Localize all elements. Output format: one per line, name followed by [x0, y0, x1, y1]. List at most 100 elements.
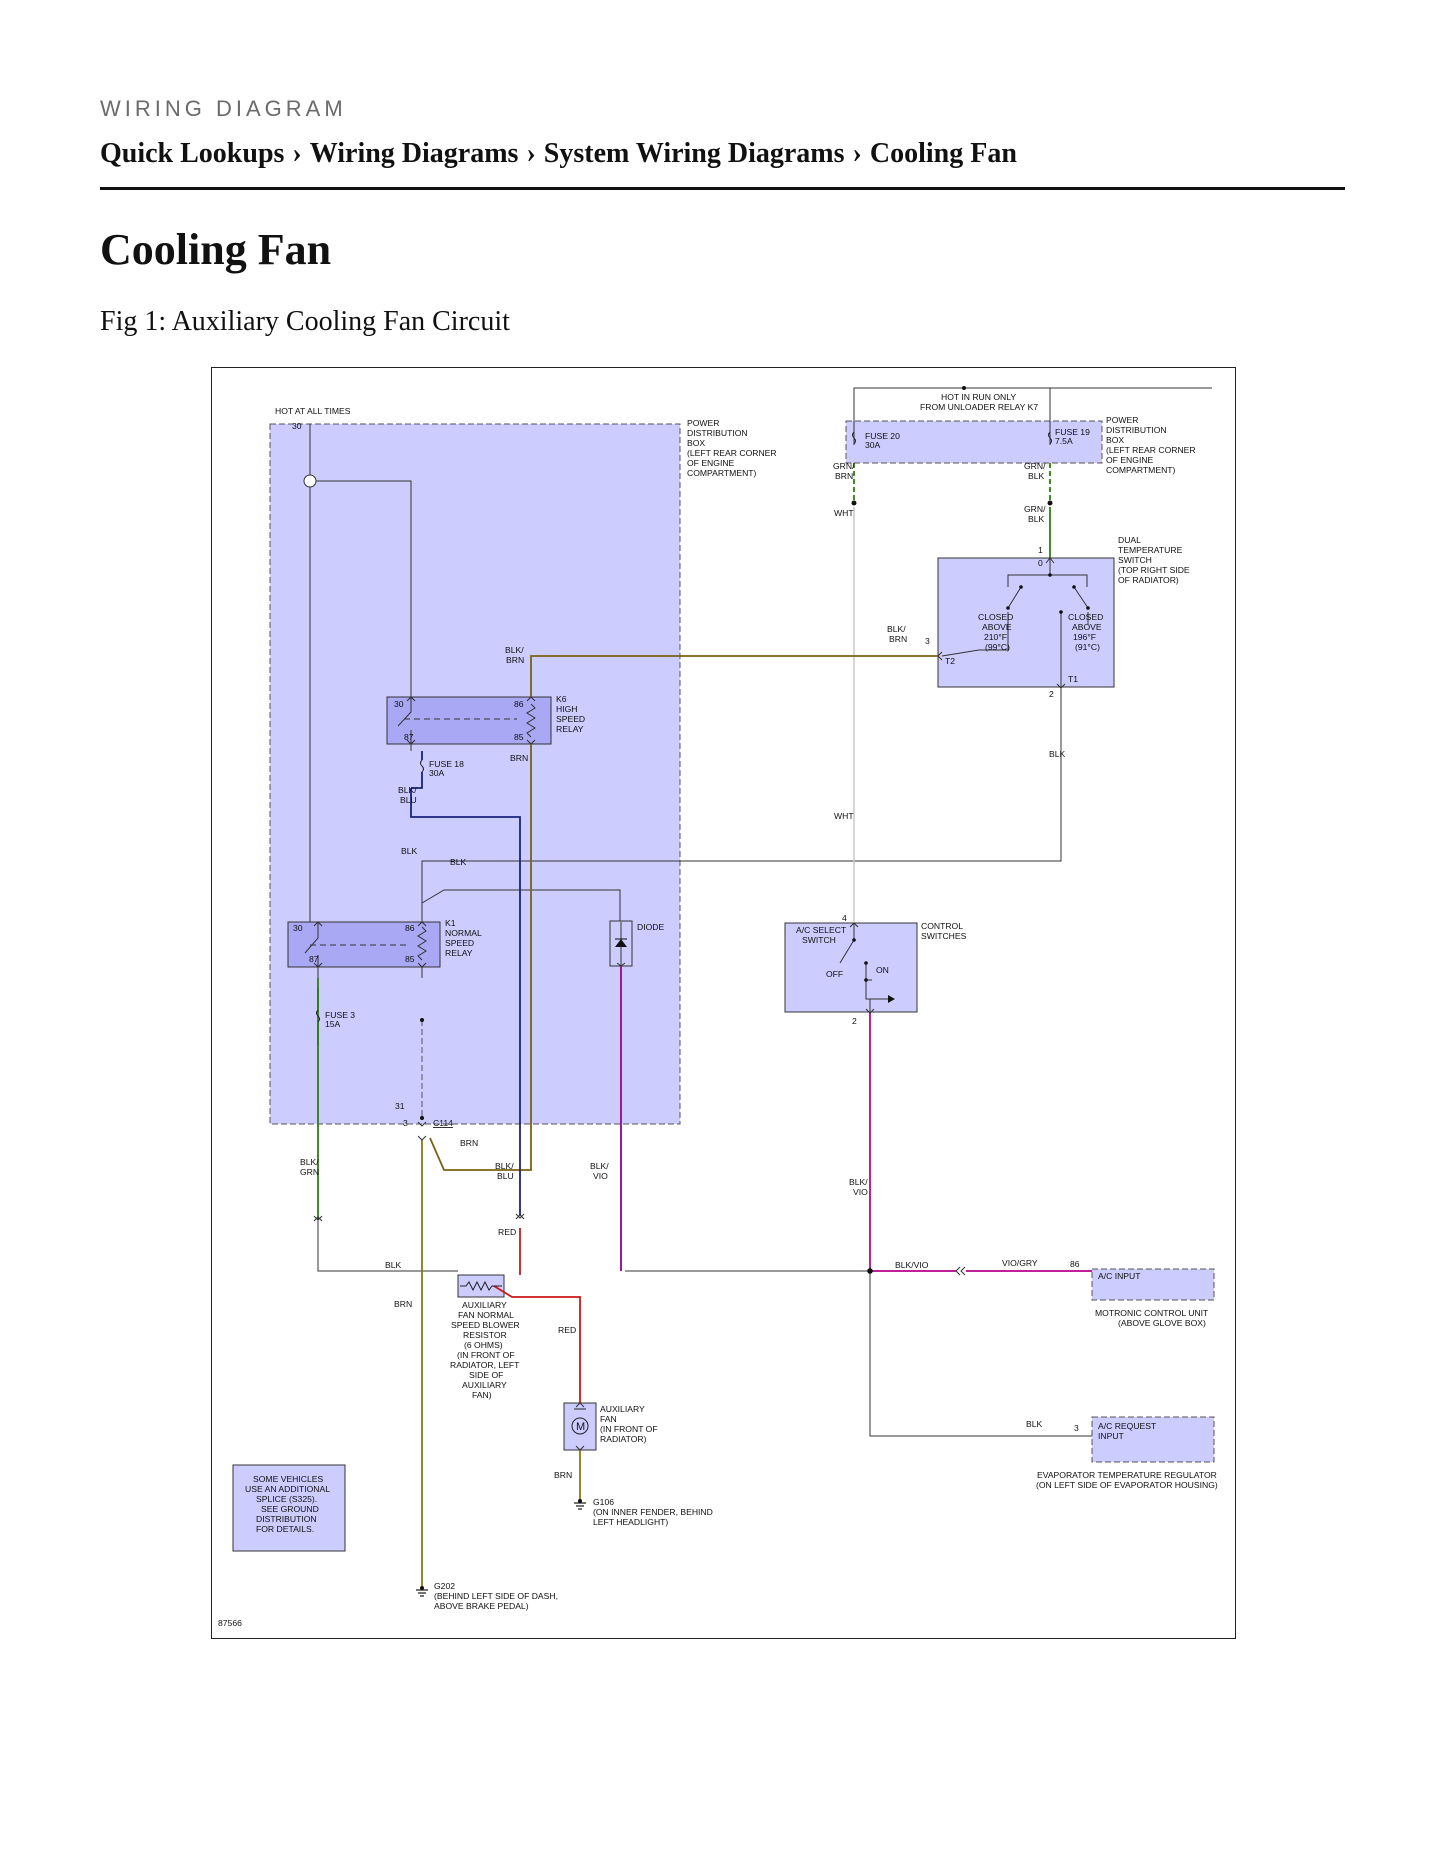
label-k1-4: RELAY [445, 948, 473, 958]
label-note-1: SOME VEHICLES [253, 1474, 323, 1484]
splice-point [303, 474, 317, 488]
wire-brn-k6 [429, 744, 532, 1171]
blower-resistor-box [457, 1274, 505, 1298]
label-g106-2: (ON INNER FENDER, BEHIND [593, 1507, 713, 1517]
header-divider [100, 187, 1345, 190]
label-control-switches-1: CONTROL [921, 921, 963, 931]
label-closed-210-2: ABOVE [982, 622, 1012, 632]
fuse-3-symbol [316, 1009, 320, 1023]
label-fuse-20: FUSE 20 [865, 431, 900, 441]
label-pin-2-dual: 2 [1049, 689, 1054, 699]
label-g106-3: LEFT HEADLIGHT) [593, 1517, 668, 1527]
breadcrumb-item-quick-lookups[interactable]: Quick Lookups [100, 138, 285, 169]
label-k6-pin-87: 87 [404, 732, 414, 742]
label-blk-vio-h: BLK/VIO [895, 1260, 929, 1270]
label-k1-2: NORMAL [445, 928, 482, 938]
label-pdb-right-2: DISTRIBUTION [1106, 425, 1167, 435]
label-k6-pin-85: 85 [514, 732, 524, 742]
label-evap-reg-2: (ON LEFT SIDE OF EVAPORATOR HOUSING) [1036, 1480, 1218, 1490]
label-note-5: DISTRIBUTION [256, 1514, 317, 1524]
label-grn-blk-a-2: BLK [1028, 471, 1045, 481]
label-note-2: USE AN ADDITIONAL [245, 1484, 330, 1494]
label-ac-request-2: INPUT [1098, 1431, 1125, 1441]
label-blk-vio-left-2: VIO [593, 1171, 608, 1181]
label-grn-blk-b-1: GRN/ [1024, 504, 1046, 514]
label-blk-blu-lower-2: BLU [497, 1171, 514, 1181]
fuse-20-symbol [852, 431, 856, 445]
label-g106-1: G106 [593, 1497, 614, 1507]
label-k1-pin-30: 30 [293, 923, 303, 933]
label-blk-blu-lower-1: BLK/ [495, 1161, 514, 1171]
label-k6-pin-30: 30 [394, 699, 404, 709]
label-k6-3: SPEED [556, 714, 585, 724]
label-pin-1: 1 [1038, 545, 1043, 555]
label-blk-k1-left: BLK [401, 846, 418, 856]
label-closed-196-2: ABOVE [1072, 622, 1102, 632]
label-pdb-left-1: POWER [687, 418, 719, 428]
label-k6-pin-86: 86 [514, 699, 524, 709]
figure-caption: Fig 1: Auxiliary Cooling Fan Circuit [100, 306, 510, 337]
label-pin-4: 4 [842, 913, 847, 923]
label-control-switches-2: SWITCHES [921, 931, 967, 941]
label-blk-brn-left-1: BLK/ [505, 645, 524, 655]
wiring-diagram-svg: M HOT AT ALL TIMES 30 POWER DISTRIBUTION [218, 386, 1218, 1628]
label-blk-resistor: BLK [385, 1260, 402, 1270]
label-k6-1: K6 [556, 694, 567, 704]
breadcrumb-item-cooling-fan: Cooling Fan [869, 138, 1017, 169]
label-closed-196-1: CLOSED [1068, 612, 1103, 622]
label-blk-brn-left-2: BRN [506, 655, 524, 665]
label-dual-temp-1: DUAL [1118, 535, 1141, 545]
label-fuse-18-rating: 30A [429, 768, 445, 778]
label-pdb-left-5: OF ENGINE [687, 458, 735, 468]
label-resistor-10: FAN) [472, 1390, 492, 1400]
label-fuse-18: FUSE 18 [429, 759, 464, 769]
power-distribution-box-right [845, 420, 1103, 464]
splice-note-box [232, 1464, 346, 1552]
label-pin-30-top: 30 [292, 421, 302, 431]
label-pin-3-dual: 3 [925, 636, 930, 646]
label-hot-in-run-1: HOT IN RUN ONLY [941, 392, 1016, 402]
breadcrumb-separator: › [852, 138, 862, 169]
label-pdb-right-5: OF ENGINE [1106, 455, 1154, 465]
label-fuse-19: FUSE 19 [1055, 427, 1090, 437]
label-pin-2-ctrl: 2 [852, 1016, 857, 1026]
evaporator-regulator-box [1091, 1416, 1215, 1463]
label-pdb-left-4: (LEFT REAR CORNER [687, 448, 777, 458]
label-resistor-1: AUXILIARY [462, 1300, 507, 1310]
label-dual-temp-5: OF RADIATOR) [1118, 575, 1179, 585]
label-blk-vio-left-1: BLK/ [590, 1161, 609, 1171]
label-pdb-right-1: POWER [1106, 415, 1138, 425]
label-blk-brn-right-2: BRN [889, 634, 907, 644]
label-closed-210-1: CLOSED [978, 612, 1013, 622]
label-resistor-3: SPEED BLOWER [451, 1320, 520, 1330]
label-pdb-right-4: (LEFT REAR CORNER [1106, 445, 1196, 455]
wire-blk-vio-right [869, 1012, 956, 1272]
label-hot-in-run-2: FROM UNLOADER RELAY K7 [920, 402, 1038, 412]
label-blk-brn-right-1: BLK/ [887, 624, 906, 634]
label-pin-31: 31 [395, 1101, 405, 1111]
wire-blk-brn [530, 655, 938, 697]
label-motronic-1: MOTRONIC CONTROL UNIT [1095, 1308, 1209, 1318]
label-t2: T2 [945, 656, 955, 666]
label-resistor-8: SIDE OF [469, 1370, 503, 1380]
label-pdb-right-3: BOX [1106, 435, 1124, 445]
label-hot-at-all-times: HOT AT ALL TIMES [275, 406, 351, 416]
label-blk-grn-2: GRN [300, 1167, 319, 1177]
label-blk-evap: BLK [1026, 1419, 1043, 1429]
label-blk-grn-1: BLK/ [300, 1157, 319, 1167]
label-ac-select-2: SWITCH [802, 935, 836, 945]
label-brn-fan: BRN [554, 1470, 572, 1480]
label-pin-86-mcu: 86 [1070, 1259, 1080, 1269]
document-kicker: WIRING DIAGRAM [100, 96, 347, 121]
label-dual-temp-3: SWITCH [1118, 555, 1152, 565]
label-resistor-5: (6 OHMS) [464, 1340, 503, 1350]
dual-temperature-switch-box [937, 557, 1115, 688]
label-note-4: SEE GROUND [261, 1504, 319, 1514]
label-k6-4: RELAY [556, 724, 584, 734]
label-figure-number: 87566 [218, 1618, 242, 1628]
label-ac-select-1: A/C SELECT [796, 925, 847, 935]
wiring-diagram-figure: M HOT AT ALL TIMES 30 POWER DISTRIBUTION [211, 367, 1236, 1639]
label-resistor-4: RESISTOR [463, 1330, 507, 1340]
breadcrumb-item-wiring-diagrams[interactable]: Wiring Diagrams [309, 138, 519, 169]
breadcrumb-item-system-wiring-diagrams[interactable]: System Wiring Diagrams [543, 138, 845, 169]
